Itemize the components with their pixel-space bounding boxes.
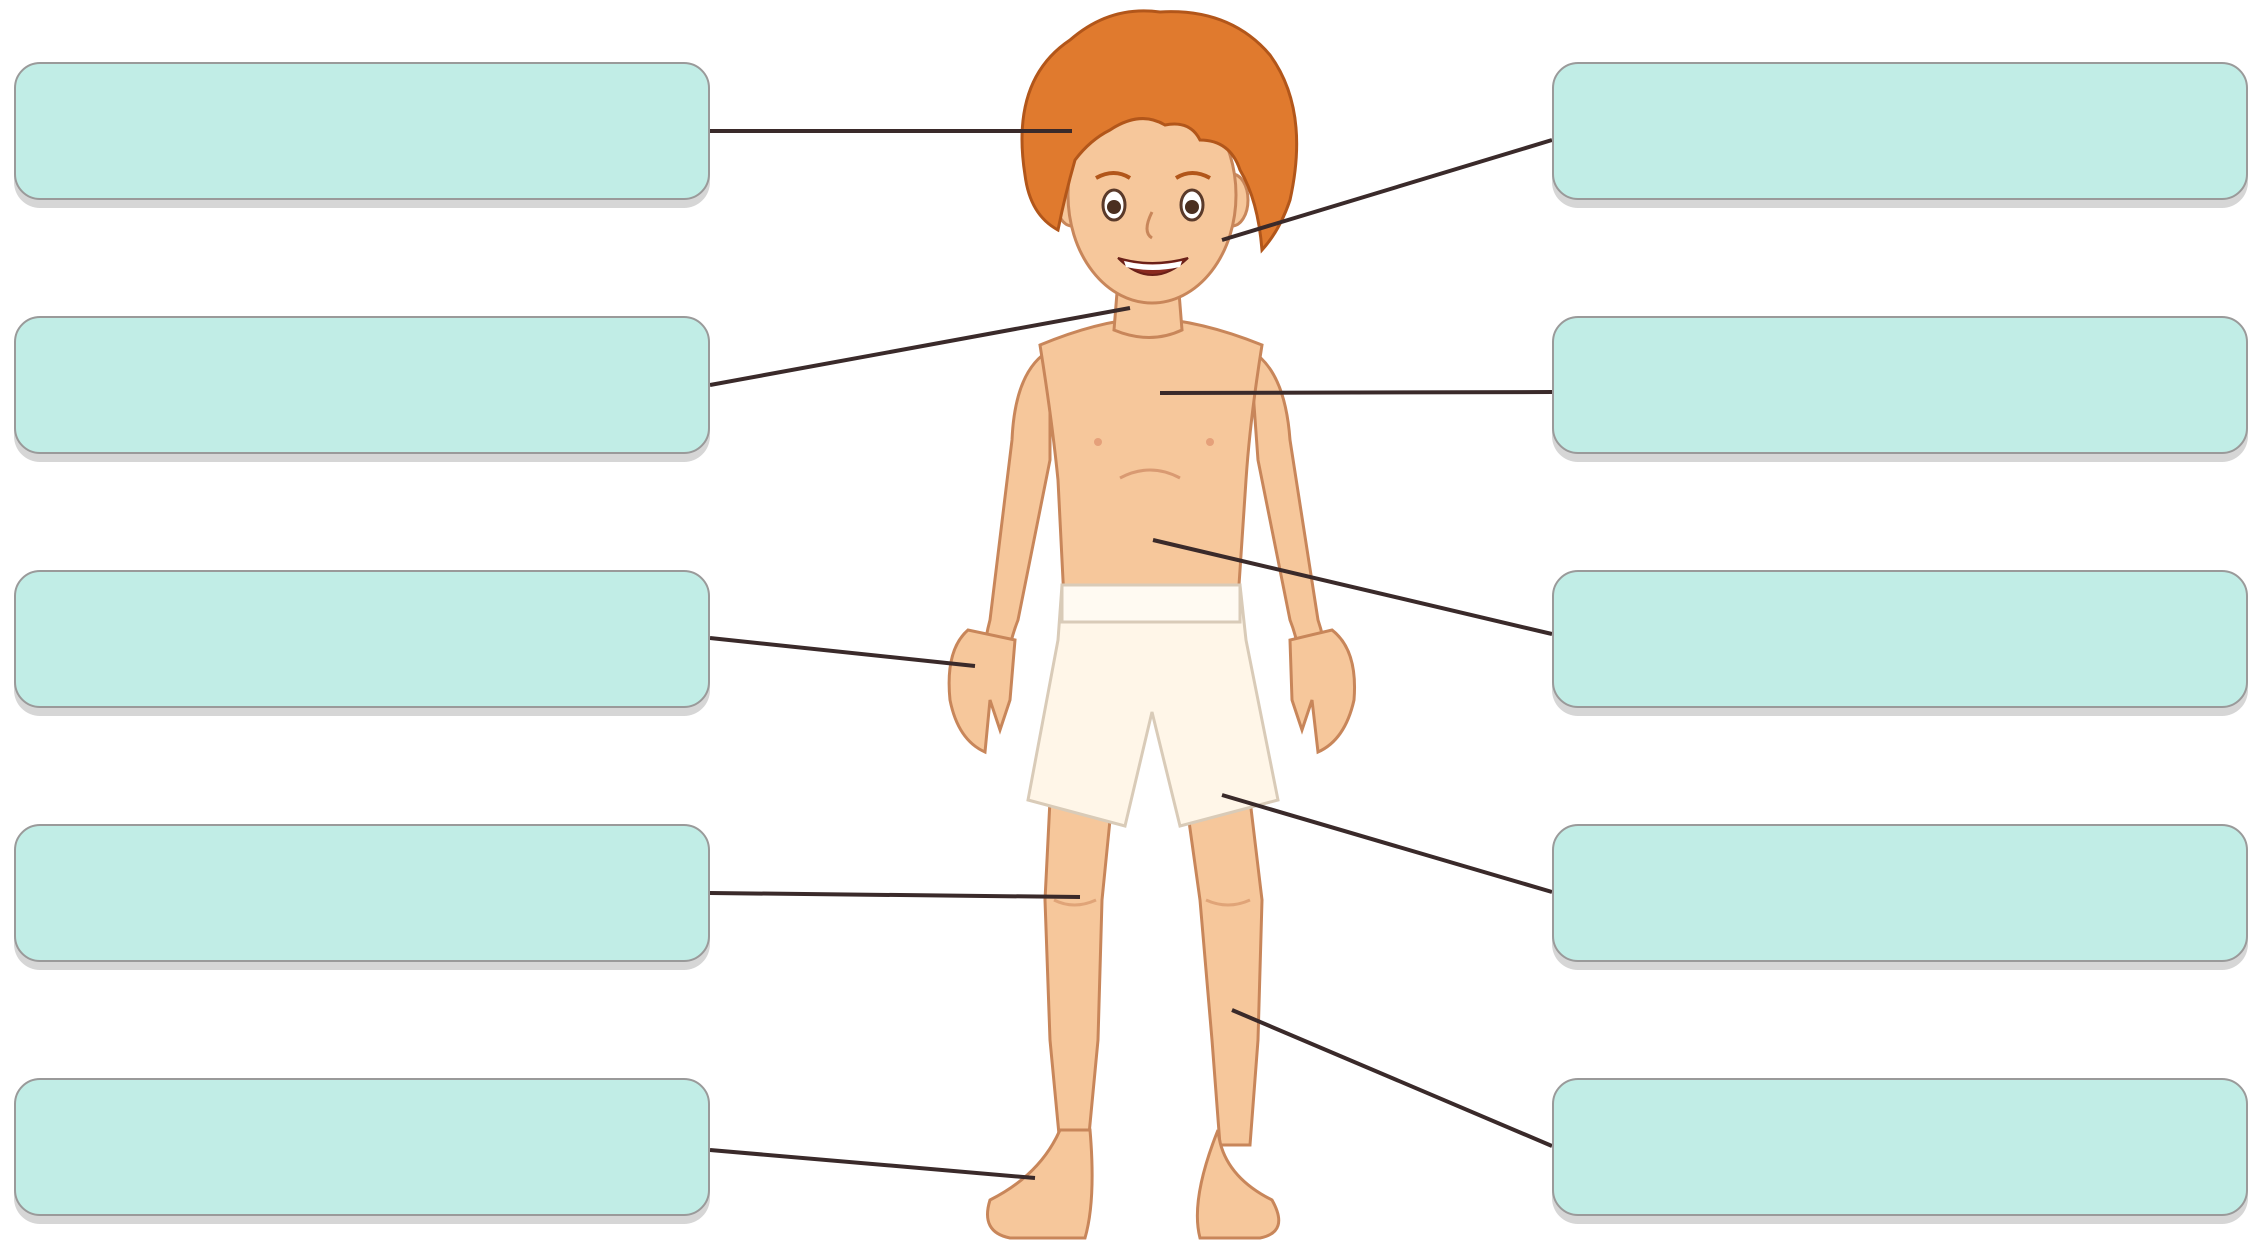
right-arm — [1250, 350, 1326, 670]
left-arm — [984, 350, 1050, 670]
waistband — [1062, 585, 1240, 622]
right-hand — [1290, 630, 1355, 752]
left-hand — [949, 630, 1015, 752]
left-pupil — [1107, 200, 1121, 214]
leader-line-left-4 — [710, 893, 1080, 897]
label-box-left-1[interactable] — [14, 62, 710, 200]
label-box-right-1[interactable] — [1552, 62, 2248, 200]
boy-figure — [949, 11, 1354, 1238]
label-box-left-4[interactable] — [14, 824, 710, 962]
label-box-right-3[interactable] — [1552, 570, 2248, 708]
leader-line-left-5 — [710, 1150, 1035, 1178]
label-box-left-2[interactable] — [14, 316, 710, 454]
label-box-left-5[interactable] — [14, 1078, 710, 1216]
right-pupil — [1185, 200, 1199, 214]
label-box-right-2[interactable] — [1552, 316, 2248, 454]
left-leg — [1045, 800, 1112, 1145]
leader-line-right-2 — [1160, 392, 1552, 393]
leader-line-left-3 — [710, 638, 975, 666]
right-leg — [1186, 800, 1262, 1145]
label-box-right-5[interactable] — [1552, 1078, 2248, 1216]
label-box-left-3[interactable] — [14, 570, 710, 708]
left-nipple — [1094, 438, 1102, 446]
left-foot — [988, 1130, 1093, 1238]
leader-line-right-4 — [1222, 795, 1552, 892]
leader-line-right-5 — [1232, 1010, 1552, 1146]
right-nipple — [1206, 438, 1214, 446]
label-box-right-4[interactable] — [1552, 824, 2248, 962]
